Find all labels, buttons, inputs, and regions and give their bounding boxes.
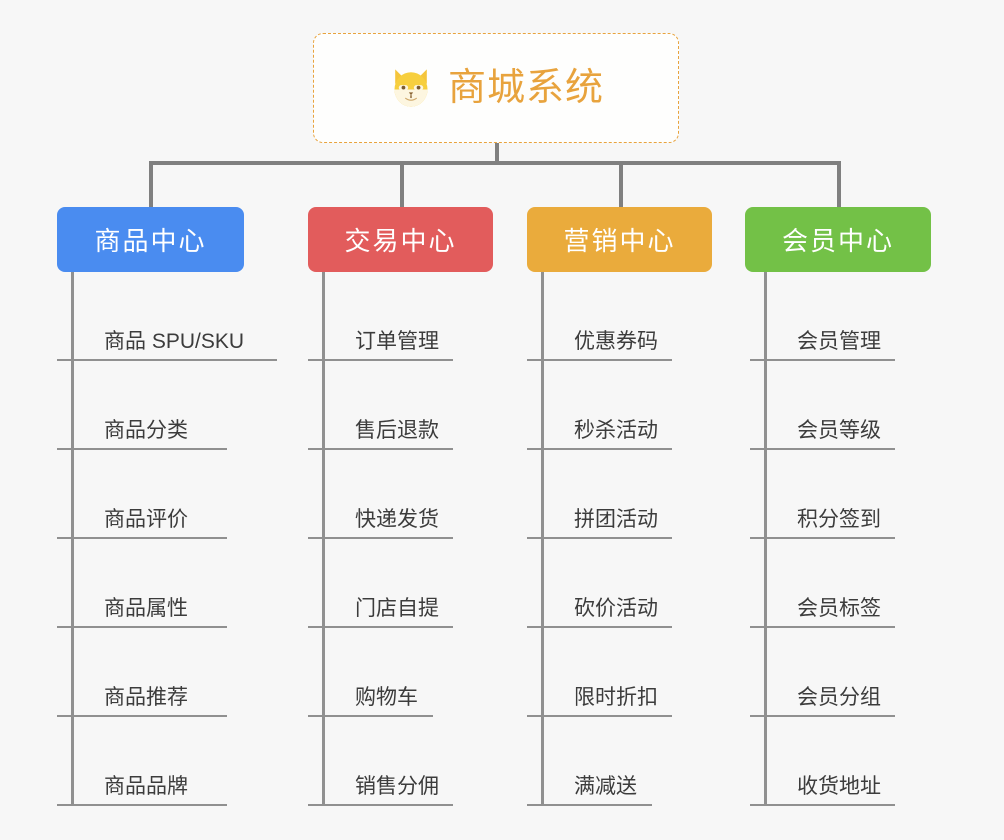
branch-spine: [764, 272, 767, 806]
list-item-label: 拼团活动: [574, 507, 658, 531]
list-item[interactable]: 商品推荐: [57, 628, 227, 717]
list-item[interactable]: 商品分类: [57, 361, 227, 450]
connector-root-stub: [495, 143, 499, 165]
list-item-label: 满减送: [574, 774, 637, 798]
branch-title: 商品中心: [94, 226, 207, 256]
leaf-list: 优惠券码 秒杀活动 拼团活动 砍价活动 限时折扣 满减送: [527, 272, 717, 806]
list-item-label: 会员等级: [797, 418, 881, 442]
list-item[interactable]: 商品评价: [57, 450, 227, 539]
list-item[interactable]: 商品 SPU/SKU: [57, 272, 277, 361]
branch-header-marketing[interactable]: 营销中心: [527, 207, 712, 272]
list-item[interactable]: 订单管理: [308, 272, 453, 361]
list-item[interactable]: 商品属性: [57, 539, 227, 628]
list-item[interactable]: 售后退款: [308, 361, 453, 450]
connector-bus: [149, 161, 841, 165]
list-item-label: 商品品牌: [104, 774, 188, 798]
list-item[interactable]: 快递发货: [308, 450, 453, 539]
list-item[interactable]: 销售分佣: [308, 717, 453, 806]
branch-spine: [71, 272, 74, 806]
list-item-label: 商品评价: [104, 507, 188, 531]
list-item[interactable]: 会员等级: [750, 361, 895, 450]
list-item-label: 商品推荐: [104, 685, 188, 709]
list-item-label: 秒杀活动: [574, 418, 658, 442]
branch-header-trade[interactable]: 交易中心: [308, 207, 493, 272]
list-item[interactable]: 会员标签: [750, 539, 895, 628]
list-item-label: 快递发货: [355, 507, 439, 531]
list-item-label: 积分签到: [797, 507, 881, 531]
leaf-list: 商品 SPU/SKU 商品分类 商品评价 商品属性 商品推荐 商品品牌: [57, 272, 277, 806]
list-item[interactable]: 满减送: [527, 717, 652, 806]
list-item-label: 砍价活动: [574, 596, 658, 620]
leaf-list: 会员管理 会员等级 积分签到 会员标签 会员分组 收货地址: [750, 272, 940, 806]
list-item[interactable]: 秒杀活动: [527, 361, 672, 450]
list-item[interactable]: 商品品牌: [57, 717, 227, 806]
list-item[interactable]: 门店自提: [308, 539, 453, 628]
root-title: 商城系统: [447, 67, 604, 109]
branch-title: 会员中心: [781, 226, 894, 256]
list-item[interactable]: 会员管理: [750, 272, 895, 361]
list-item-label: 商品分类: [104, 418, 188, 442]
list-item[interactable]: 砍价活动: [527, 539, 672, 628]
connector-drop-3: [619, 161, 623, 207]
branch-header-member[interactable]: 会员中心: [745, 207, 931, 272]
list-item[interactable]: 积分签到: [750, 450, 895, 539]
list-item-label: 会员管理: [797, 329, 881, 353]
list-item-label: 销售分佣: [355, 774, 439, 798]
branch-spine: [322, 272, 325, 806]
connector-drop-2: [400, 161, 404, 207]
connector-drop-4: [837, 161, 841, 207]
list-item-label: 购物车: [355, 685, 418, 709]
list-item-label: 售后退款: [355, 418, 439, 442]
shiba-dog-icon: [394, 69, 428, 107]
connector-drop-1: [149, 161, 153, 207]
list-item[interactable]: 优惠券码: [527, 272, 672, 361]
list-item[interactable]: 拼团活动: [527, 450, 672, 539]
branch-title: 交易中心: [344, 226, 457, 256]
list-item-label: 优惠券码: [574, 329, 658, 353]
list-item[interactable]: 限时折扣: [527, 628, 672, 717]
list-item-label: 会员分组: [797, 685, 881, 709]
branch-title: 营销中心: [563, 226, 676, 256]
list-item-label: 门店自提: [355, 596, 439, 620]
branch-header-product[interactable]: 商品中心: [57, 207, 244, 272]
list-item[interactable]: 会员分组: [750, 628, 895, 717]
list-item-label: 订单管理: [355, 329, 439, 353]
list-item[interactable]: 收货地址: [750, 717, 895, 806]
leaf-list: 订单管理 售后退款 快递发货 门店自提 购物车 销售分佣: [308, 272, 498, 806]
root-node[interactable]: 商城系统: [313, 33, 679, 143]
list-item-label: 会员标签: [797, 596, 881, 620]
list-item-label: 收货地址: [797, 774, 881, 798]
branch-spine: [541, 272, 544, 806]
list-item-label: 商品 SPU/SKU: [104, 329, 245, 353]
list-item-label: 商品属性: [104, 596, 188, 620]
list-item-label: 限时折扣: [574, 685, 658, 709]
list-item[interactable]: 购物车: [308, 628, 433, 717]
